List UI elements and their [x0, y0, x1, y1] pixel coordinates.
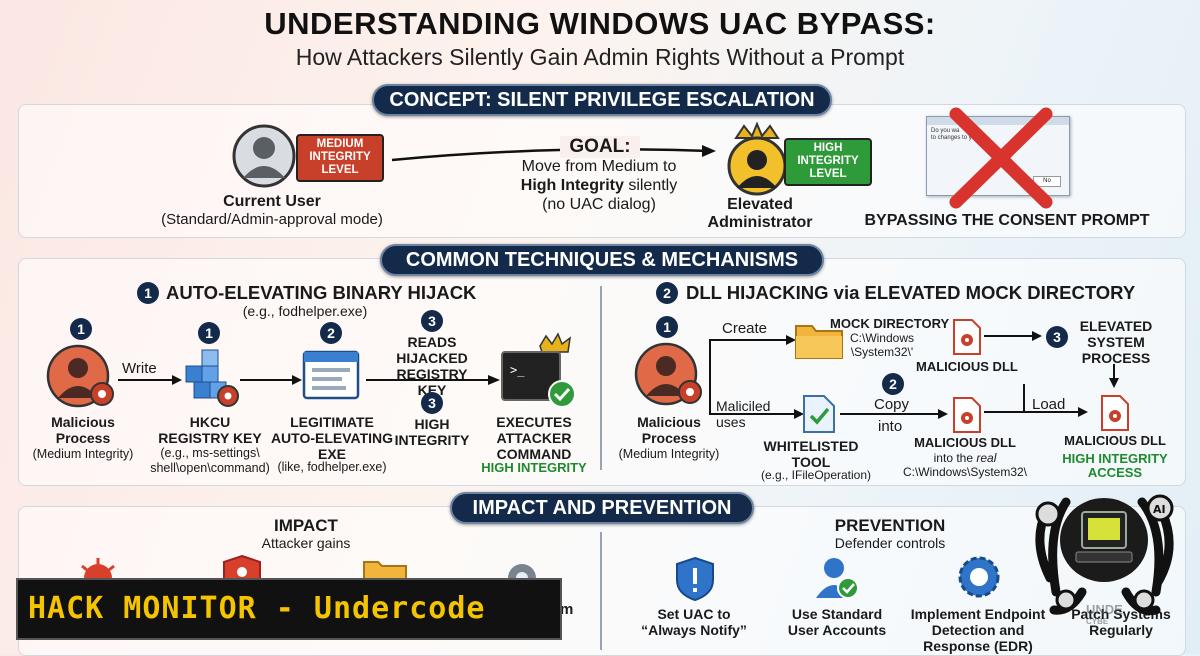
techniques-banner: COMMON TECHNIQUES & MECHANISMS [380, 244, 824, 276]
impact-banner: IMPACT AND PREVENTION [450, 492, 754, 524]
folder-icon [795, 325, 843, 359]
real-path: C:\Windows\System32\ [902, 465, 1028, 479]
user-avatar-icon [232, 124, 296, 188]
current-user-sub: (Standard/Admin-approval mode) [161, 211, 383, 228]
copy-number: 2 [882, 373, 904, 395]
reg-to-exe-arrow [240, 375, 302, 385]
technique-2-heading: DLL HIJACKING via ELEVATED MOCK DIRECTOR… [686, 282, 1136, 303]
proc2-number: 1 [656, 316, 678, 338]
technique-1-example: (e.g., fodhelper.exe) [242, 303, 368, 319]
high-number: 3 [421, 392, 443, 414]
whitelisted-tool-icon [803, 395, 835, 433]
step3-number: 3 [1046, 326, 1068, 348]
goal-title: GOAL: [560, 136, 640, 158]
exe-window-icon [302, 350, 360, 400]
concept-banner: CONCEPT: SILENT PRIVILEGE ESCALATION [372, 84, 832, 116]
reg-sub: (e.g., ms-settings\shell\open\command) [150, 446, 270, 475]
malicious-dll-1-icon [953, 319, 981, 355]
exec-sub: HIGH INTEGRITY [481, 460, 587, 475]
registry-cubes-icon [185, 349, 239, 407]
reg-number: 1 [198, 322, 220, 344]
exe-sub: (like, fodhelper.exe) [277, 460, 387, 474]
logo-ai-text: AI [1153, 503, 1166, 516]
techniques-divider [600, 286, 602, 470]
malicious-process-2-icon [634, 342, 702, 406]
exe-number: 2 [320, 322, 342, 344]
technique-2-number: 2 [656, 282, 678, 304]
dll-to-step3-arrow [984, 331, 1042, 341]
write-label: Write [122, 360, 157, 377]
goal-description: Move from Medium to High Integrity silen… [520, 158, 678, 213]
mal-dll-1-label: MALICIOUS DLL [916, 359, 1018, 374]
page-title: UNDERSTANDING WINDOWS UAC BYPASS: [264, 6, 936, 41]
hacker-octopus-logo-icon: AI [1035, 494, 1174, 616]
down-arrow [1109, 364, 1119, 388]
admin-crown-avatar-icon [727, 121, 787, 196]
hack-monitor-watermark: HACK MONITOR - Undercode [16, 578, 562, 640]
load-arrow [984, 384, 1088, 417]
reads-number: 3 [421, 310, 443, 332]
proc1-number: 1 [70, 318, 92, 340]
shield-alert-icon [676, 556, 714, 602]
red-x-icon [949, 107, 1053, 209]
technique-1-number: 1 [137, 282, 159, 304]
mal-dll-2-label: MALICIOUS DLL [914, 435, 1016, 450]
proc1-sub: (Medium Integrity) [32, 447, 134, 461]
into-label: into [878, 418, 903, 435]
proc2-sub: (Medium Integrity) [618, 447, 720, 461]
malicious-dll-2-icon [953, 397, 981, 433]
goal-arrow [391, 145, 716, 162]
prevention-title: PREVENTION [834, 516, 946, 535]
branch-arrows [709, 335, 948, 419]
current-user-label: Current User [223, 193, 321, 210]
consent-label: BYPASSING THE CONSENT PROMPT [864, 212, 1150, 229]
page-subtitle: How Attackers Silently Gain Admin Rights… [295, 44, 905, 70]
copy-label: Copy [874, 396, 910, 413]
exe-to-terminal-arrow [366, 375, 500, 385]
prevention-item-uac: Set UAC to“Always Notify” [641, 606, 747, 638]
load-label: Load [1032, 396, 1066, 413]
mal-dll-3-label: MALICIOUS DLL [1064, 433, 1166, 448]
edr-gear-icon [958, 556, 1000, 598]
impact-sub: Attacker gains [261, 535, 351, 551]
impact-divider [600, 532, 602, 650]
tool-sub: (e.g., IFileOperation) [760, 468, 872, 482]
terminal-crown-icon: >_ [501, 332, 576, 408]
mock-dir-label: MOCK DIRECTORY [830, 316, 950, 331]
into-real-label: into the real [933, 451, 997, 465]
standard-user-icon [816, 558, 859, 599]
write-arrow [118, 375, 182, 385]
impact-title: IMPACT [274, 516, 338, 535]
malicious-process-icon [46, 344, 114, 408]
technique-1-heading: AUTO-ELEVATING BINARY HIJACK [166, 282, 477, 303]
impact-partial-text: m [560, 601, 574, 618]
create-label: Create [722, 320, 768, 337]
svg-text:>_: >_ [510, 363, 525, 377]
mock-dir-path: C:\Windows\System32\' [849, 331, 914, 359]
malicious-dll-3-icon [1101, 395, 1129, 431]
prevention-sub: Defender controls [834, 535, 946, 551]
